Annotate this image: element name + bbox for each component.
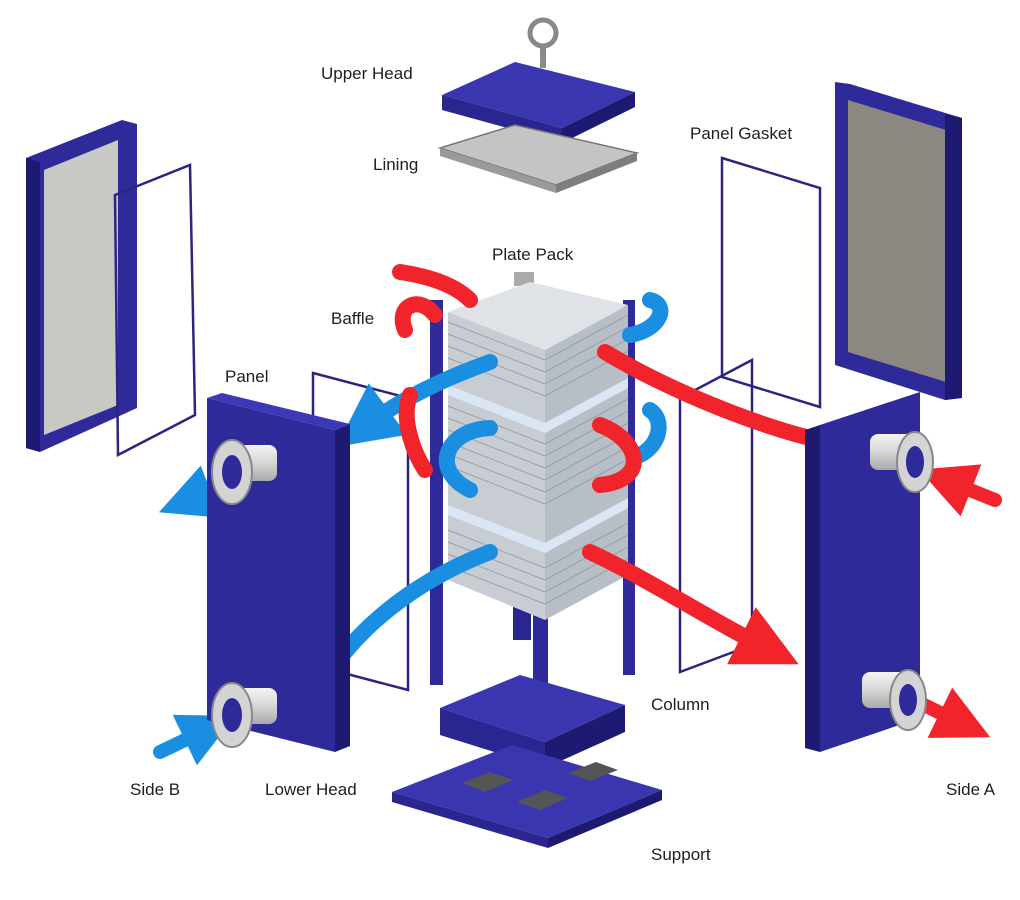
left-panel [207,393,350,752]
label-column: Column [651,695,710,714]
label-support: Support [651,845,711,864]
hot-outlet-lower-arrow [582,544,799,665]
side-b-inlet-arrow [153,714,236,766]
upper-head [442,17,635,143]
label-panel-gasket: Panel Gasket [690,124,793,143]
left-upper-frame [26,120,137,452]
lining [437,124,640,193]
hot-back-upper-arrow [392,264,478,308]
label-lower-head: Lower Head [265,780,357,799]
cold-outlet-upper-arrow [336,354,498,447]
label-side-a: Side A [946,780,996,799]
left-upper-gasket [113,163,197,458]
hot-back-loop-arrow [394,296,443,338]
hot-turn-arrow [592,417,642,493]
eyebolt-ring [527,17,559,49]
label-panel: Panel [225,367,269,386]
cold-inlet-lower-arrow [337,544,498,660]
support [392,745,662,848]
label-side-b: Side B [130,780,181,799]
label-baffle: Baffle [331,309,375,328]
panel-gasket-right [720,156,822,409]
plate-pack [447,272,629,620]
cold-turn-arrow [438,420,498,498]
label-upper-head: Upper Head [321,64,413,83]
cold-back-upper-arrow [622,292,669,343]
hot-inlet-upper-arrow [597,344,818,446]
eyebolt-shank [540,44,546,68]
cold-back-middle-arrow [632,402,667,463]
label-plate-pack: Plate Pack [492,245,574,264]
right-upper-frame [835,82,962,400]
side-a-inlet-arrow [919,464,1002,517]
cold-flow-arrows [153,292,669,766]
label-lining: Lining [373,155,419,174]
right-panel [805,392,934,752]
hot-back-middle-arrow [398,387,433,478]
